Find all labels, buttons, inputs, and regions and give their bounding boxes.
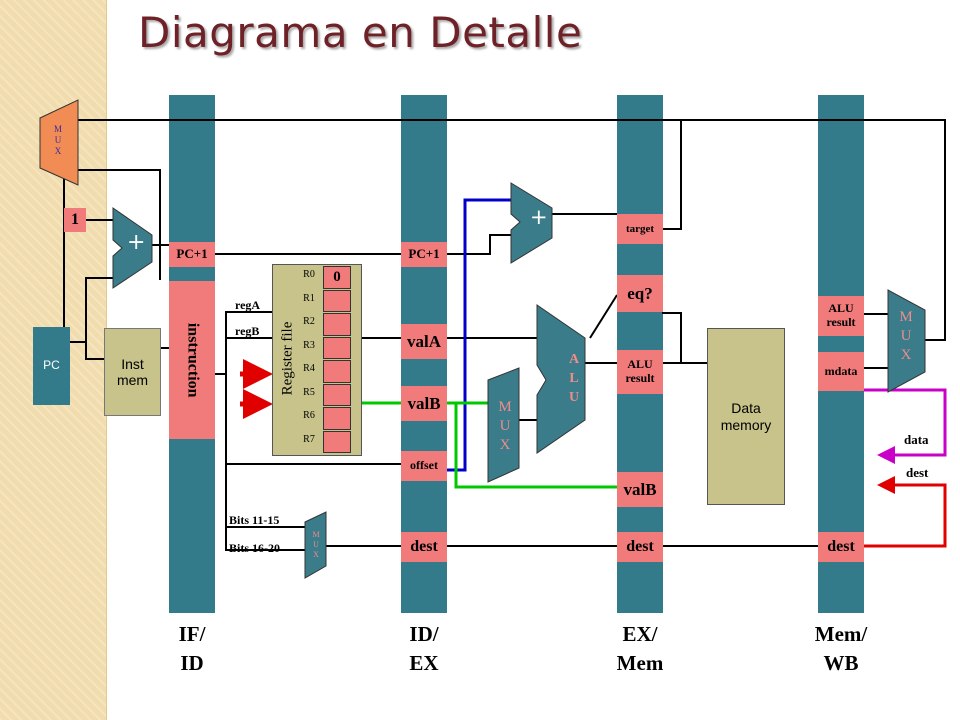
stage-id-ex-line2: EX (409, 651, 439, 675)
pc-adder (112, 207, 153, 289)
register-name-r7: R7 (303, 433, 315, 445)
writeback-dest-label: dest (906, 465, 929, 480)
fetch-mux-letter-m: M (53, 124, 62, 134)
ex-mem-val-b: valB (617, 472, 663, 507)
data-memory-line2: memory (720, 416, 772, 433)
stage-label-id-ex: ID/ EX (374, 620, 474, 678)
alu-letter-a: A (568, 352, 580, 367)
dest-mux-letter-x: X (313, 550, 319, 559)
alu-input-mux (487, 367, 520, 483)
mem-wb-dest: dest (818, 532, 864, 562)
register-cell-r5 (323, 383, 351, 406)
if-id-pc-plus1: PC+1 (169, 242, 215, 267)
dest-mux (304, 511, 327, 579)
mem-wb-mdata: mdata (818, 352, 864, 391)
stage-mem-wb-line2: WB (823, 651, 859, 675)
fetch-mux-letter-x: X (54, 146, 62, 156)
id-ex-val-a: valA (401, 324, 447, 359)
mem-wb-alu-result: ALU result (818, 296, 864, 336)
register-cell-r1 (323, 289, 351, 312)
stage-mem-wb-line1: Mem/ (814, 622, 868, 646)
stage-ex-mem-line2: Mem (616, 651, 664, 675)
id-ex-val-b: valB (401, 386, 447, 421)
alu-letter-l: L (569, 371, 579, 386)
if-id-instruction: instruction (169, 281, 215, 439)
pc-register: PC (33, 327, 70, 405)
stage-if-id-line2: ID (180, 651, 204, 675)
stage-label-mem-wb: Mem/ WB (791, 620, 891, 678)
id-ex-dest: dest (401, 532, 447, 562)
wb-mux-letter-m: M (899, 309, 913, 325)
id-ex-pc-plus1: PC+1 (401, 242, 447, 267)
alu-label: A L U (566, 350, 582, 407)
writeback-mux (887, 289, 926, 393)
register-cell-r2 (323, 313, 351, 336)
alu (536, 304, 586, 454)
alu-mux-label: M U X (497, 398, 513, 455)
data-memory-line1: Data (731, 400, 761, 417)
stage-ex-mem-line1: EX/ (622, 622, 658, 646)
dest-mux-label: M U X (310, 530, 322, 560)
register-cell-r6 (323, 407, 351, 430)
reg-b-label: regB (235, 324, 260, 338)
branch-adder (510, 182, 553, 264)
fetch-mux-letter-u: U (54, 135, 62, 145)
inst-mem-line2: mem (116, 372, 149, 388)
instruction-label: instruction (184, 322, 202, 398)
stage-if-id-line1: IF/ (178, 622, 206, 646)
register-cell-r7 (323, 430, 351, 453)
fetch-mux-label: M U X (52, 124, 64, 157)
wb-mux-letter-u: U (900, 328, 912, 344)
alu-letter-u: U (568, 390, 580, 405)
branch-adder-symbol: + (530, 205, 548, 229)
ex-mem-eq: eq? (617, 275, 663, 312)
bits-16-20-label: Bits 16-20 (229, 541, 280, 555)
instruction-memory: Inst mem (104, 328, 161, 416)
writeback-data-label: data (904, 432, 929, 447)
register-name-r4: R4 (303, 363, 315, 374)
ex-mem-dest: dest (617, 532, 663, 562)
register-cell-r4 (323, 360, 351, 383)
alu-mux-letter-u: U (499, 418, 511, 434)
ex-mem-alu-result-line2: result (625, 371, 655, 385)
data-memory: Data memory (707, 328, 785, 505)
reg-a-label: regA (235, 298, 261, 312)
register-file-label: Register file (279, 321, 296, 396)
slide-title: Diagrama en Detalle (138, 8, 583, 57)
stage-label-if-id: IF/ ID (142, 620, 242, 678)
stage-id-ex-line1: ID/ (409, 622, 439, 646)
inst-mem-line1: Inst (121, 355, 144, 372)
register-cell-r0: 0 (323, 266, 351, 289)
register-name-r1: R1 (303, 292, 315, 304)
mem-wb-alu-result-line2: result (826, 315, 856, 329)
dest-mux-letter-m: M (312, 530, 320, 539)
constant-one: 1 (64, 208, 86, 232)
pc-adder-symbol: + (127, 230, 146, 255)
id-ex-offset: offset (401, 451, 447, 481)
alu-mux-letter-x: X (499, 437, 511, 453)
register-name-r0: R0 (303, 269, 315, 280)
bits-11-15-label: Bits 11-15 (229, 513, 280, 527)
fetch-mux (39, 99, 79, 186)
ex-mem-alu-result-line1: ALU (627, 357, 653, 372)
ex-mem-target: target (617, 214, 663, 244)
ex-mem-alu-result: ALU result (617, 350, 663, 394)
register-name-r3: R3 (303, 339, 315, 351)
register-name-r6: R6 (303, 410, 315, 421)
register-name-r2: R2 (303, 316, 315, 327)
stage-label-ex-mem: EX/ Mem (590, 620, 690, 678)
writeback-mux-label: M U X (898, 308, 914, 365)
mem-wb-alu-result-line1: ALU (828, 301, 854, 316)
wb-mux-letter-x: X (900, 347, 912, 363)
register-cell-r3 (323, 336, 351, 359)
register-name-r5: R5 (303, 386, 315, 398)
dest-mux-letter-u: U (313, 540, 319, 549)
alu-mux-letter-m: M (498, 399, 512, 415)
